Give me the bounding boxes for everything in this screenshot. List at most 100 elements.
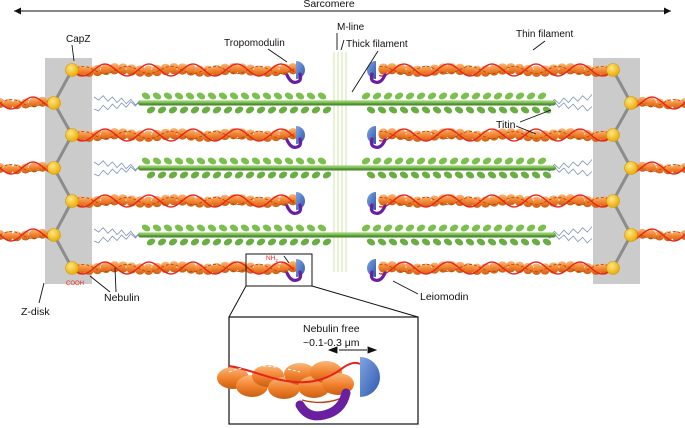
- myosin-head: [465, 238, 475, 246]
- inset-thin-filament-end: [217, 357, 380, 421]
- myosin-head: [256, 171, 266, 179]
- leiomodin: [369, 270, 387, 282]
- thin-filament-right: [378, 261, 619, 275]
- tropomodulin-cap: [285, 126, 305, 149]
- leiomodin: [285, 72, 303, 84]
- myosin-head: [289, 171, 299, 179]
- myosin-head: [482, 224, 492, 232]
- myosin-head: [438, 157, 448, 165]
- thin-filament-outer-left: [0, 228, 56, 242]
- myosin-head: [454, 238, 464, 246]
- capz-cap: [47, 228, 61, 242]
- titin-spring: [93, 100, 141, 112]
- myosin-head: [493, 224, 503, 232]
- capz-cap: [624, 161, 638, 175]
- myosin-head: [487, 238, 497, 246]
- myosin-head: [482, 92, 492, 100]
- myosin-head: [399, 238, 409, 246]
- label-nebulin-free-range: ~0.1-0.3 μm: [303, 337, 360, 349]
- myosin-head: [229, 224, 239, 232]
- myosin-head: [493, 92, 503, 100]
- myosin-head: [223, 171, 233, 179]
- leiomodin: [369, 137, 387, 149]
- myosin-head: [476, 171, 486, 179]
- titin-spring: [93, 227, 141, 238]
- myosin-head: [421, 106, 431, 114]
- myosin-head: [179, 171, 189, 179]
- myosin-head: [377, 171, 387, 179]
- myosin-head: [465, 106, 475, 114]
- myosin-head: [163, 224, 173, 232]
- myosin-head: [361, 224, 371, 232]
- myosin-head: [300, 106, 310, 114]
- myosin-head: [471, 157, 481, 165]
- myosin-head: [383, 157, 393, 165]
- myosin-head: [504, 92, 514, 100]
- myosin-head: [190, 238, 200, 246]
- myosin-head: [212, 171, 222, 179]
- myosin-head: [300, 171, 310, 179]
- myosin-head: [201, 238, 211, 246]
- myosin-head: [311, 238, 321, 246]
- myosin-head: [207, 224, 217, 232]
- myosin-head: [295, 224, 305, 232]
- myosin-head: [449, 157, 459, 165]
- myosin-head: [388, 171, 398, 179]
- myosin-head: [174, 92, 184, 100]
- myosin-head: [416, 92, 426, 100]
- myosin-head: [526, 92, 536, 100]
- myosin-head: [421, 171, 431, 179]
- myosin-head: [289, 106, 299, 114]
- myosin-head: [476, 238, 486, 246]
- thin-filament-left: [66, 63, 299, 77]
- label-nebulin: Nebulin: [104, 292, 140, 304]
- myosin-head: [487, 106, 497, 114]
- myosin-head: [141, 92, 151, 100]
- capz-cap: [606, 128, 620, 142]
- myosin-head: [267, 171, 277, 179]
- leiomodin: [369, 72, 387, 84]
- myosin-head: [190, 171, 200, 179]
- myosin-head: [487, 171, 497, 179]
- thick-filament: [138, 92, 556, 114]
- capz-cap: [606, 194, 620, 208]
- myosin-head: [317, 224, 327, 232]
- nebulin-strand: [71, 128, 295, 142]
- label-cooh: COOH: [66, 281, 84, 287]
- myosin-head: [542, 171, 552, 179]
- myosin-head: [284, 157, 294, 165]
- myosin-head: [537, 92, 547, 100]
- myosin-head: [152, 92, 162, 100]
- myosin-head: [306, 157, 316, 165]
- myosin-head: [262, 157, 272, 165]
- myosin-head: [218, 92, 228, 100]
- thick-filaments: [138, 92, 556, 246]
- label-thick-filament: Thick filament: [346, 39, 408, 50]
- myosin-head: [152, 224, 162, 232]
- myosin-head: [366, 171, 376, 179]
- myosin-head: [399, 171, 409, 179]
- label-z-disk: Z-disk: [21, 306, 50, 318]
- myosin-head: [498, 171, 508, 179]
- label-titin: Titin: [496, 119, 516, 131]
- myosin-head: [465, 171, 475, 179]
- myosin-head: [531, 238, 541, 246]
- nebulin-strand: [71, 63, 295, 77]
- myosin-head: [383, 224, 393, 232]
- myosin-head: [361, 157, 371, 165]
- myosin-head: [229, 92, 239, 100]
- myosin-head: [449, 224, 459, 232]
- myosin-head: [240, 92, 250, 100]
- myosin-head: [438, 92, 448, 100]
- thin-filament-left: [66, 194, 299, 208]
- myosin-head: [163, 92, 173, 100]
- leiomodin: [285, 137, 303, 149]
- titin-spring: [93, 232, 141, 244]
- myosin-head: [201, 171, 211, 179]
- myosin-head: [190, 106, 200, 114]
- thin-filament-left: [66, 261, 299, 275]
- myosin-head: [449, 92, 459, 100]
- myosin-head: [520, 106, 530, 114]
- myosin-head: [317, 157, 327, 165]
- myosin-head: [427, 92, 437, 100]
